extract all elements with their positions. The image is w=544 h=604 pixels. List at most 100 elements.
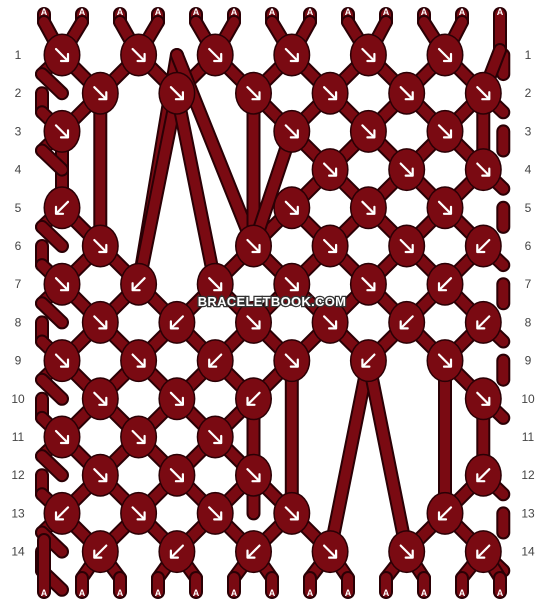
strand-edge-left [37, 69, 67, 99]
knot-forward [311, 224, 349, 268]
arrow-down-right-icon [54, 277, 70, 292]
arrow-down-left-icon [246, 391, 261, 406]
knot-forward [43, 339, 81, 383]
strand-label-bottom: A [193, 588, 200, 598]
arrow-down-right-icon [54, 429, 70, 445]
arrow-down-right-icon [284, 353, 299, 368]
row-number: 5 [525, 201, 532, 215]
knot-forward [273, 491, 311, 535]
knot-forward [388, 148, 426, 192]
strand-segment-long [171, 88, 221, 290]
strand-label-top: A [155, 7, 162, 17]
knot-forward [273, 109, 311, 153]
arrow-down-right-icon [361, 277, 376, 292]
knot-backward [235, 530, 272, 574]
strand-edge-left [37, 374, 67, 404]
strand-label-bottom: A [345, 588, 352, 598]
row-number: 13 [521, 506, 535, 520]
knot-forward [120, 491, 158, 535]
knot-forward [120, 415, 158, 459]
arrow-down-left-icon [246, 544, 261, 559]
knot-forward [311, 71, 349, 115]
knot-forward [81, 453, 119, 497]
strand-segment-long [363, 355, 412, 557]
strand-label-bottom: A [155, 588, 162, 598]
row-number: 2 [15, 86, 22, 100]
knot-forward [426, 109, 464, 153]
strand-edge-left [37, 145, 67, 175]
arrow-down-left-icon [169, 544, 184, 559]
arrow-down-right-icon [246, 468, 261, 483]
knot-backward [464, 224, 502, 268]
row-number: 5 [15, 201, 22, 215]
strand-label-bottom: A [269, 588, 276, 598]
knot-forward [81, 224, 119, 268]
arrow-down-left-icon [476, 315, 491, 330]
strand-segment-long [133, 88, 182, 290]
row-number: 10 [11, 392, 25, 406]
knot-forward [81, 377, 119, 421]
arrow-down-left-icon [476, 544, 491, 559]
strand-segment-long [325, 355, 374, 557]
strand-label-top: A [307, 7, 314, 17]
arrow-down-right-icon [399, 86, 414, 101]
knot-backward [464, 453, 502, 497]
arrow-down-right-icon [131, 429, 146, 445]
arrow-down-right-icon [208, 277, 223, 292]
arrow-down-right-icon [54, 124, 70, 139]
strand-label-top: A [41, 7, 48, 17]
arrow-down-right-icon [476, 162, 491, 177]
row-number: 7 [15, 277, 22, 291]
row-number: 6 [525, 239, 532, 253]
arrow-down-left-icon [131, 277, 146, 292]
arrow-down-right-icon [284, 47, 299, 63]
arrow-down-right-icon [437, 47, 453, 63]
knot-forward [81, 300, 119, 344]
strand-label-top: A [269, 7, 276, 17]
arrow-down-right-icon [93, 315, 108, 330]
knot-forward [81, 71, 119, 115]
knot-forward [273, 262, 311, 306]
arrow-down-left-icon [476, 238, 491, 254]
row-number: 12 [521, 468, 535, 482]
arrow-down-right-icon [169, 468, 184, 483]
strand-label-top: A [193, 7, 200, 17]
strand-edge-left [37, 221, 67, 251]
row-number: 8 [525, 315, 532, 329]
strand-label-bottom: A [231, 588, 238, 598]
site-watermark: BRACELETBOOK.COM [198, 294, 347, 309]
arrow-down-right-icon [323, 315, 338, 330]
knot-backward [158, 300, 196, 344]
arrow-down-right-icon [361, 124, 376, 139]
knot-forward [388, 224, 426, 268]
arrow-down-right-icon [476, 391, 491, 406]
arrow-down-right-icon [323, 162, 338, 177]
knot-forward [43, 109, 81, 153]
strand-label-top: A [497, 7, 504, 17]
knot-forward [426, 33, 464, 77]
arrow-down-left-icon [361, 353, 376, 368]
knot-forward [349, 262, 387, 306]
knot-backward [43, 491, 81, 535]
strand-label-top: A [117, 7, 124, 17]
knot-forward [426, 186, 464, 230]
arrow-down-right-icon [246, 238, 261, 254]
arrow-down-right-icon [93, 391, 108, 406]
knot-backward [196, 339, 234, 383]
knot-forward [235, 224, 272, 268]
strand-label-top: A [231, 7, 238, 17]
row-number: 14 [11, 545, 25, 559]
row-number: 1 [15, 48, 22, 62]
strand-label-bottom: A [117, 588, 124, 598]
row-number: 8 [15, 315, 22, 329]
strand-label-top: A [459, 7, 466, 17]
strand-label-bottom: A [79, 588, 86, 598]
knot-forward [120, 33, 158, 77]
knot-forward [235, 71, 272, 115]
knot-forward [273, 33, 311, 77]
strand-label-bottom: A [307, 588, 314, 598]
strand-label-top: A [383, 7, 390, 17]
